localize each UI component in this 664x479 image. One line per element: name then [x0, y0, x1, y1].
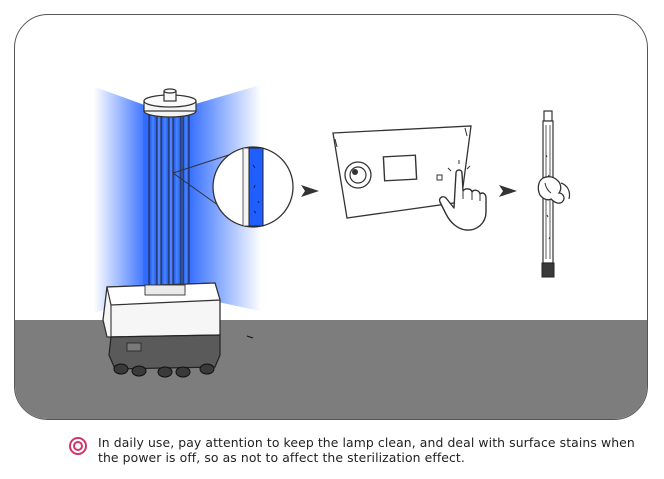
- right-arrow-icon: [301, 185, 319, 197]
- control-panel-hand-press-icon: [332, 125, 487, 231]
- double-circle-bullet-icon: [69, 437, 87, 455]
- uv-disinfection-robot-icon: [95, 85, 260, 378]
- usage-note-text: In daily use, pay attention to keep the …: [98, 435, 635, 465]
- illustration-canvas: [15, 85, 647, 419]
- right-arrow-icon: [499, 185, 517, 197]
- illustration-panel: [14, 14, 648, 420]
- usage-note: In daily use, pay attention to keep the …: [68, 435, 648, 465]
- uv-lamp-wipe-cloth-icon: [537, 110, 571, 278]
- lamp-detail-magnifier: [172, 146, 294, 228]
